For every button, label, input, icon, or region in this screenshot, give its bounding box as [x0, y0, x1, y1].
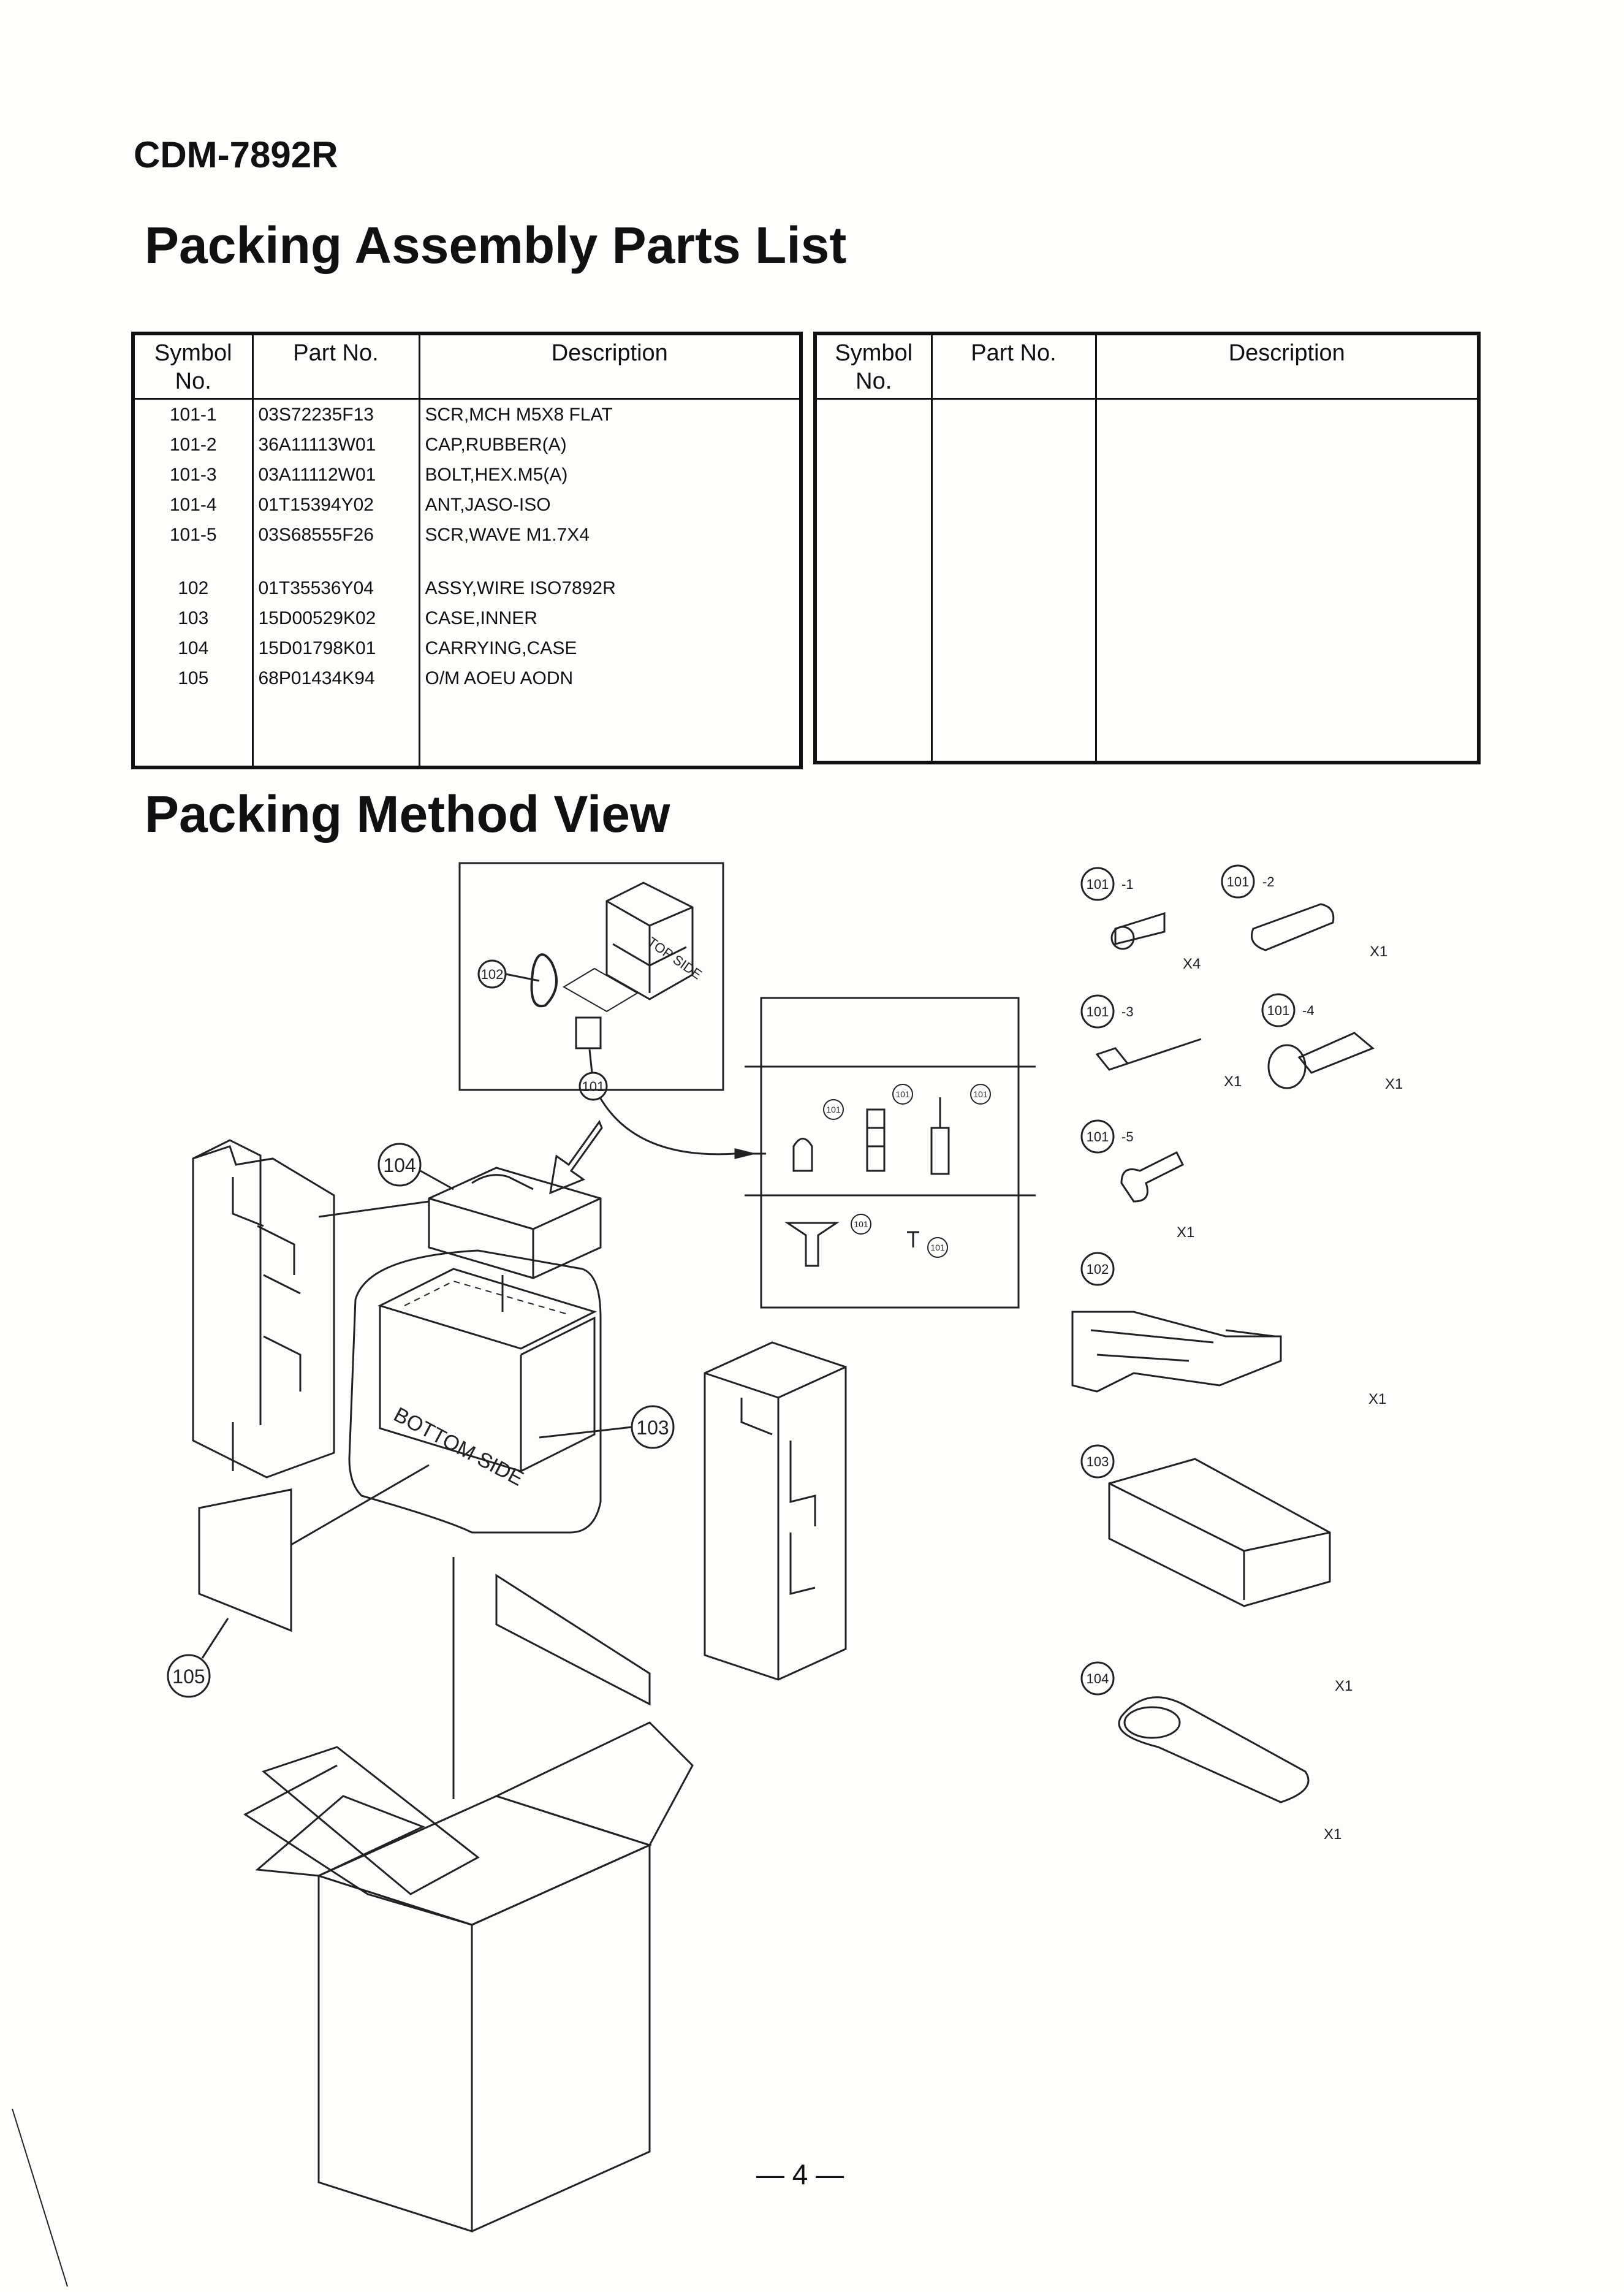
- cell-part-no: 15D01798K01: [251, 633, 420, 663]
- parts-table-left: Symbol No. Part No. Description 101-1 03…: [131, 332, 803, 769]
- parts-table-right: Symbol No. Part No. Description: [813, 332, 1481, 764]
- table-row: 105 68P01434K94 O/M AOEU AODN: [132, 663, 802, 693]
- callout-102-num: 102: [1087, 1262, 1109, 1277]
- col-symbol-header: Symbol No.: [814, 332, 933, 400]
- down-arrow: [549, 1119, 603, 1195]
- detail-callout-101-4: 101: [973, 1089, 988, 1099]
- qty-103: X1: [1335, 1678, 1353, 1694]
- manual-105: [198, 1488, 292, 1632]
- callout-103-text: 103: [636, 1417, 669, 1439]
- table-row: 101-4 01T15394Y02 ANT,JASO-ISO: [132, 490, 802, 520]
- col-description-header: Description: [418, 332, 802, 400]
- shipping-carton: [243, 1574, 694, 2233]
- hardware-detail-box: [745, 997, 1036, 1309]
- callout-101-5-num: 101: [1087, 1129, 1109, 1144]
- cell-description: CARRYING,CASE: [418, 633, 802, 663]
- cell-symbol: 101-3: [132, 460, 254, 490]
- callout-104-text: 104: [383, 1154, 415, 1176]
- cell-description: SCR,MCH M5X8 FLAT: [418, 398, 802, 430]
- inner-case-103: [348, 1249, 602, 1534]
- cell-symbol: 101-5: [132, 520, 254, 550]
- callout-105: [167, 1654, 211, 1698]
- table-row: 101-2 36A11113W01 CAP,RUBBER(A): [132, 430, 802, 460]
- qty-101-5: X1: [1177, 1224, 1194, 1241]
- bottom-side-label: BOTTOM SIDE: [390, 1403, 527, 1491]
- callout-101-1-sub: -1: [1121, 877, 1134, 892]
- cell-description: O/M AOEU AODN: [418, 663, 802, 693]
- inset-top-box: [458, 862, 724, 1091]
- qty-101-4: X1: [1385, 1076, 1403, 1092]
- cell-description: ASSY,WIRE ISO7892R: [418, 573, 802, 603]
- cell-symbol: 102: [132, 573, 254, 603]
- qty-104: X1: [1324, 1826, 1341, 1843]
- detail-callout-101-3: 101: [895, 1089, 910, 1099]
- scan-mark: [12, 2108, 68, 2287]
- cell-part-no: 68P01434K94: [251, 663, 420, 693]
- callout-101-4-sub: -4: [1302, 1003, 1315, 1018]
- model-number: CDM-7892R: [134, 134, 338, 175]
- qty-102: X1: [1368, 1391, 1386, 1407]
- callout-103-num: 103: [1087, 1454, 1109, 1469]
- cell-part-no: 03S68555F26: [251, 520, 420, 550]
- table-row: 101-5 03S68555F26 SCR,WAVE M1.7X4: [132, 520, 802, 550]
- right-foam-insert: [704, 1341, 847, 1681]
- table-row: 104 15D01798K01 CARRYING,CASE: [132, 633, 802, 663]
- callout-101-2-sub: -2: [1262, 874, 1275, 889]
- detail-callout-101-2: 101: [826, 1105, 841, 1114]
- callout-101-2-num: 101: [1227, 874, 1250, 889]
- left-foam-insert: [192, 1139, 335, 1479]
- callout-101-3-sub: -3: [1121, 1004, 1134, 1019]
- callout-104: [378, 1143, 422, 1187]
- carrying-case-104: [428, 1167, 602, 1279]
- table-row: 102 01T35536Y04 ASSY,WIRE ISO7892R: [132, 573, 802, 603]
- callout-105-text: 105: [172, 1666, 205, 1688]
- cell-part-no: 03A11112W01: [251, 460, 420, 490]
- callout-102-inset-text: 102: [481, 967, 504, 982]
- page-number: — 4 —: [756, 2158, 844, 2190]
- cell-symbol: 101-1: [132, 398, 254, 430]
- cell-symbol: 104: [132, 633, 254, 663]
- cell-description: BOLT,HEX.M5(A): [418, 460, 802, 490]
- callout-101-inset: [579, 1072, 608, 1101]
- table-row: 103 15D00529K02 CASE,INNER: [132, 603, 802, 633]
- callout-101-1-num: 101: [1087, 877, 1109, 892]
- cell-symbol: 103: [132, 603, 254, 633]
- method-view-title: Packing Method View: [145, 785, 670, 843]
- table-row: [814, 398, 1480, 763]
- cell-part-no: 03S72235F13: [251, 398, 420, 430]
- cell-description: ANT,JASO-ISO: [418, 490, 802, 520]
- cell-description: CAP,RUBBER(A): [418, 430, 802, 460]
- table-spacer-row: [132, 693, 802, 767]
- callout-101-inset-text: 101: [582, 1079, 605, 1094]
- table-row: 101-1 03S72235F13 SCR,MCH M5X8 FLAT: [132, 398, 802, 430]
- detail-callout-101-1: 101: [854, 1219, 868, 1229]
- cell-description: SCR,WAVE M1.7X4: [418, 520, 802, 550]
- parts-list-title: Packing Assembly Parts List: [145, 216, 847, 274]
- cell-part-no: 36A11113W01: [251, 430, 420, 460]
- cell-symbol: 101-4: [132, 490, 254, 520]
- callout-101-5-sub: -5: [1121, 1129, 1134, 1144]
- cell-symbol: 101-2: [132, 430, 254, 460]
- col-partno-header: Part No.: [930, 332, 1097, 400]
- callout-104-num: 104: [1087, 1671, 1109, 1686]
- cell-symbol: 105: [132, 663, 254, 693]
- callout-101-3-num: 101: [1087, 1004, 1109, 1019]
- qty-101-1: X4: [1183, 956, 1201, 972]
- table-spacer-row: [132, 550, 802, 573]
- qty-101-3: X1: [1224, 1073, 1242, 1090]
- cell-part-no: 01T15394Y02: [251, 490, 420, 520]
- col-description-header: Description: [1095, 332, 1480, 400]
- cell-part-no: 15D00529K02: [251, 603, 420, 633]
- detail-callout-101-5: 101: [930, 1243, 945, 1252]
- qty-101-2: X1: [1370, 943, 1387, 960]
- table-row: 101-3 03A11112W01 BOLT,HEX.M5(A): [132, 460, 802, 490]
- col-partno-header: Part No.: [251, 332, 420, 400]
- cell-part-no: 01T35536Y04: [251, 573, 420, 603]
- callout-101-4-num: 101: [1267, 1003, 1290, 1018]
- col-symbol-header: Symbol No.: [132, 332, 254, 400]
- cell-description: CASE,INNER: [418, 603, 802, 633]
- parts-illustrations: [1071, 864, 1375, 1803]
- top-side-label: TOP SIDE: [645, 934, 705, 983]
